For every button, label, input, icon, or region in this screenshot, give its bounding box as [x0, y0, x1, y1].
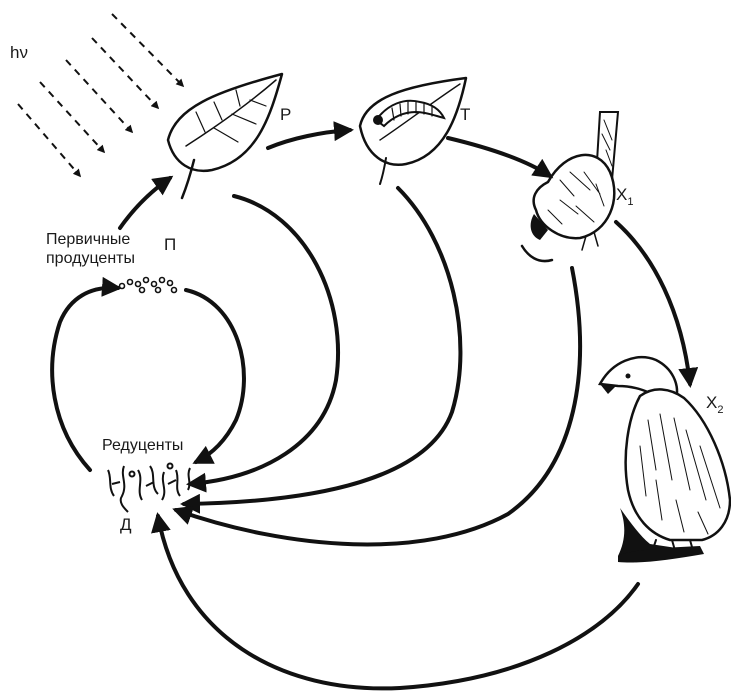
microorganisms-icon: [120, 278, 177, 293]
decomposers-label: Редуценты: [102, 437, 183, 454]
leaf-with-caterpillar-icon: [360, 78, 466, 184]
sparrow-icon: [522, 112, 618, 261]
arrow-t-to-x1: [448, 138, 550, 176]
primary-producers-label-line2: продуценты: [46, 250, 135, 267]
decomposers-icon: [108, 464, 190, 513]
t-label: Т: [460, 105, 470, 124]
arrow-leaf-p-to-d: [190, 196, 338, 484]
p-label: П: [164, 235, 176, 254]
d-label: Д: [120, 515, 132, 534]
arrow-leaf-t-to-d: [184, 188, 460, 504]
x2-label: Х2: [706, 393, 723, 416]
r-label: Р: [280, 105, 291, 124]
arrow-to-leaf-p: [120, 178, 170, 228]
decomposition-arrows: [158, 188, 638, 688]
light-label: hν: [10, 43, 28, 62]
primary-producers-label-line1: Первичные: [46, 231, 130, 248]
leaf-icon: [168, 74, 282, 198]
eagle-icon: [600, 357, 730, 562]
x1-label: Х1: [616, 185, 633, 208]
arrow-p-to-t: [268, 130, 350, 148]
sunlight-rays-icon: [18, 14, 183, 176]
arrow-p-to-d: [186, 290, 244, 462]
